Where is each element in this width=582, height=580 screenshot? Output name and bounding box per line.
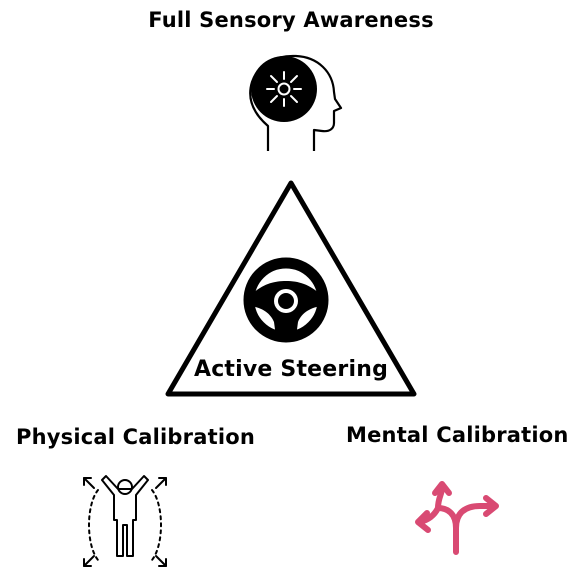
full-sensory-awareness-label: Full Sensory Awareness (148, 8, 434, 32)
branching-arrows-icon (415, 481, 499, 555)
mental-calibration-label: Mental Calibration (346, 423, 569, 447)
physical-calibration-label: Physical Calibration (16, 425, 256, 449)
steering-wheel-icon (243, 257, 329, 343)
triangle-frame (165, 180, 417, 397)
person-stretch-icon (83, 475, 167, 567)
active-steering-label: Active Steering (193, 357, 389, 382)
head-focus-icon (249, 54, 343, 151)
